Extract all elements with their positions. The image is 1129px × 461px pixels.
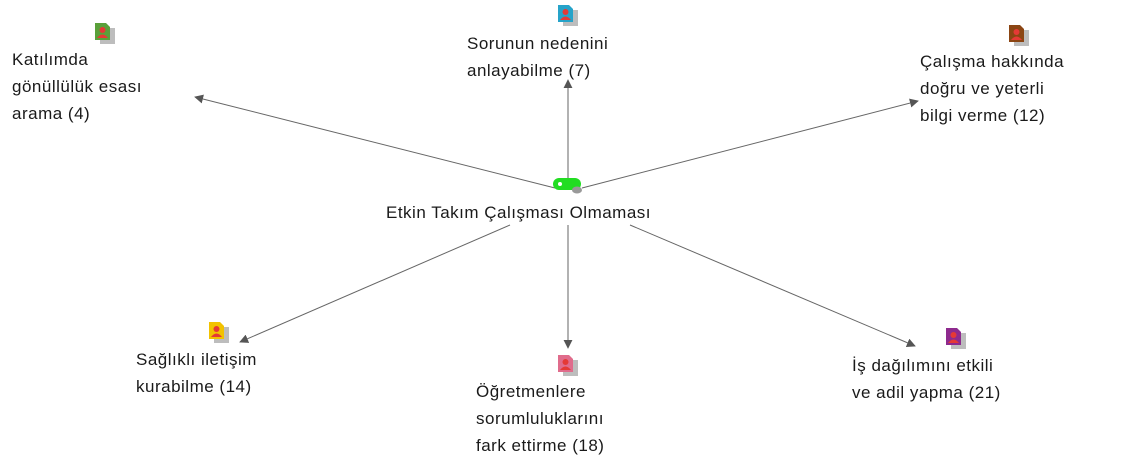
node-ogretmen-label: Öğretmenlere sorumluluklarını fark ettir…: [476, 378, 604, 459]
document-person-icon: [558, 355, 578, 376]
node-label-line: Öğretmenlere: [476, 382, 586, 401]
document-person-icon: [1009, 25, 1029, 46]
node-label-line: doğru ve yeterli: [920, 79, 1045, 98]
node-label-line: fark ettirme (18): [476, 436, 605, 455]
node-sorun-label: Sorunun nedenini anlayabilme (7): [467, 30, 608, 84]
document-person-icon: [95, 23, 115, 44]
node-label-line: Çalışma hakkında: [920, 52, 1065, 71]
node-label-line: bilgi verme (12): [920, 106, 1046, 125]
node-label-line: Sorunun nedenini: [467, 34, 609, 53]
center-node-label: Etkin Takım Çalışması Olmaması: [386, 203, 652, 222]
edge-to-katilim: [194, 94, 556, 189]
edge-to-saglikli: [239, 224, 511, 343]
node-saglikli-label: Sağlıklı iletişim kurabilme (14): [136, 346, 257, 400]
node-label-line: kurabilme (14): [136, 377, 252, 396]
edge-to-is: [629, 224, 916, 347]
document-person-icon: [946, 328, 966, 349]
node-label-line: gönüllülük esası: [12, 77, 142, 96]
node-label-line: ve adil yapma (21): [852, 383, 1001, 402]
node-katilim-label: Katılımda gönüllülük esası arama (4): [12, 46, 142, 127]
node-label-line: arama (4): [12, 104, 91, 123]
document-person-icon: [209, 322, 229, 343]
node-is-label: İş dağılımını etkili ve adil yapma (21): [852, 352, 1001, 406]
tag-icon: [553, 178, 582, 194]
document-person-icon: [558, 5, 578, 26]
edge-to-calisma: [581, 98, 919, 189]
node-calisma-label: Çalışma hakkında doğru ve yeterli bilgi …: [920, 48, 1064, 129]
node-label-line: İş dağılımını etkili: [852, 356, 994, 375]
node-label-line: anlayabilme (7): [467, 61, 591, 80]
node-label-line: Katılımda: [12, 50, 89, 69]
node-label-line: Sağlıklı iletişim: [136, 350, 257, 369]
node-label-line: sorumluluklarını: [476, 409, 604, 428]
